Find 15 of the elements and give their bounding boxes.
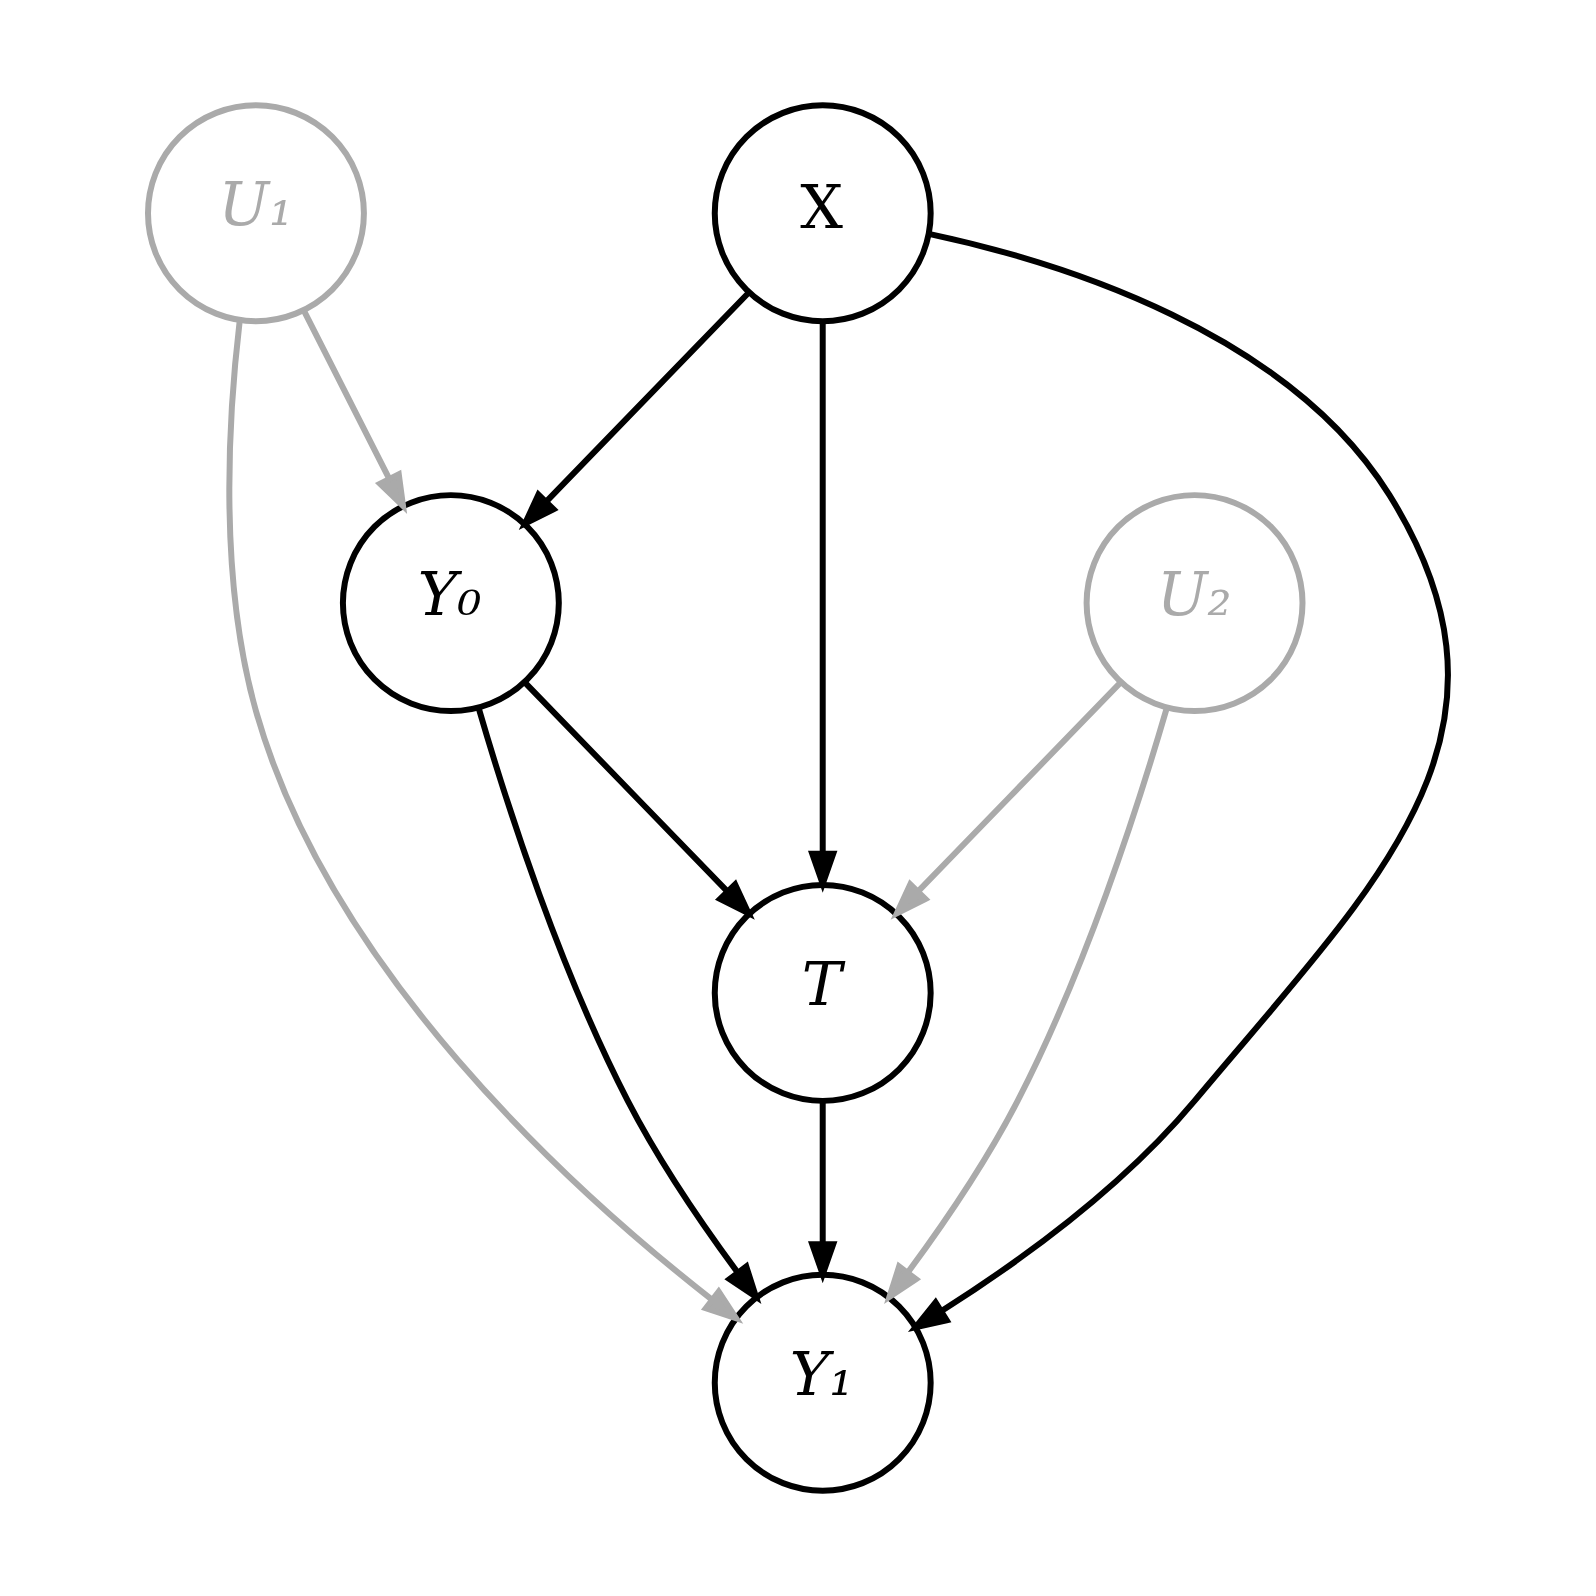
arrow [475,707,761,1305]
arrow [522,680,755,920]
node-circle: U₁ [144,102,367,325]
arrow [807,1101,837,1284]
arrow [225,320,743,1324]
arrow [518,290,750,530]
node-circle: U₂ [1083,492,1305,715]
node-circle: Y₀ [339,492,562,715]
arrow [883,707,1170,1305]
arrow [807,321,837,893]
arrow [907,230,1450,1332]
node-circle: Y₁ [711,1271,934,1494]
arrow [890,680,1122,920]
node-circle: X [711,102,934,325]
arrow [300,308,407,514]
